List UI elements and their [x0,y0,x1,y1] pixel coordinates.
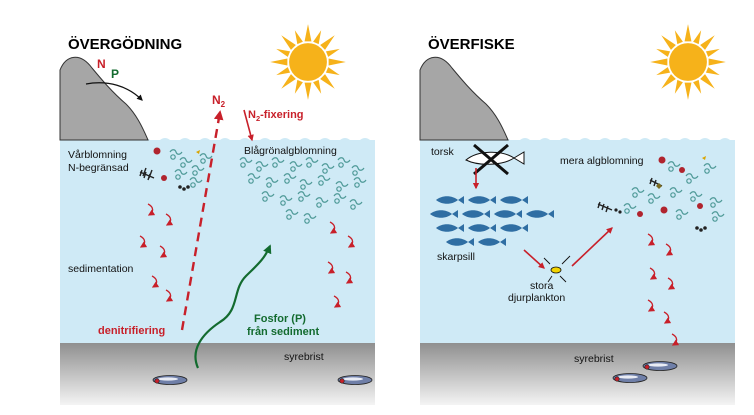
right-wave-surface [420,138,735,142]
spring-bloom-label: Vårblomning [68,149,127,161]
zooplankton-label-2: djurplankton [508,292,565,304]
left-spring-plankton-icon [139,147,213,191]
phosphorus-sediment-label-2: från sediment [247,326,319,338]
left-sun-icon [254,8,362,116]
left-sediment [60,343,375,405]
sprat-label: skarpsill [437,251,475,263]
n2-fixation-label: N2-fixering [248,109,304,123]
right-sun-icon [634,8,742,116]
left-wave-surface [60,138,375,142]
left-title: ÖVERGÖDNING [68,36,182,53]
left-rock-icon [59,56,149,141]
right-rock-icon [419,56,509,141]
right-title: ÖVERFISKE [428,36,515,53]
denitrification-arrow-icon [180,110,224,331]
left-benthic-animal-icon-2 [337,375,373,385]
right-panel: ÖVERFISKE torsk skarpsill stora djurplan… [419,8,742,405]
left-anoxia-label: syrebrist [284,351,324,363]
left-water [60,140,375,343]
n2-fixation-arrow-icon [243,109,254,142]
right-sediment [420,343,735,405]
left-panel: ÖVERGÖDNING N P N2 N2-fixering Vårblomni… [59,8,375,405]
nitrogen-label: N [97,57,106,71]
phosphorus-label: P [111,67,119,81]
n-limited-label: N-begränsad [68,162,129,174]
zooplankton-icon [543,255,571,283]
right-anoxia-label: syrebrist [574,353,614,365]
zooplankton-to-algae-arrow-icon [571,227,613,267]
right-benthic-animal-icon [612,373,648,383]
sedimentation-label: sedimentation [68,263,134,275]
cod-label: torsk [431,146,455,158]
sprat-to-zooplankton-arrow-icon [523,249,545,269]
more-algae-label: mera algblomning [560,155,644,167]
phosphorus-sediment-label-1: Fosfor (P) [254,313,306,325]
left-benthic-animal-icon [152,375,188,385]
cod-crossed-icon [465,143,525,176]
n2-label: N2 [212,93,226,109]
cyano-bloom-label: Blågrönalgblomning [244,145,337,157]
right-algae-bloom-icon [597,156,725,232]
runoff-arrow-icon [85,82,143,101]
denitrification-label: denitrifiering [98,325,165,337]
right-benthic-animal-icon-2 [642,361,678,371]
zooplankton-label-1: stora [530,280,554,292]
phosphorus-release-arrow-icon [194,244,272,369]
